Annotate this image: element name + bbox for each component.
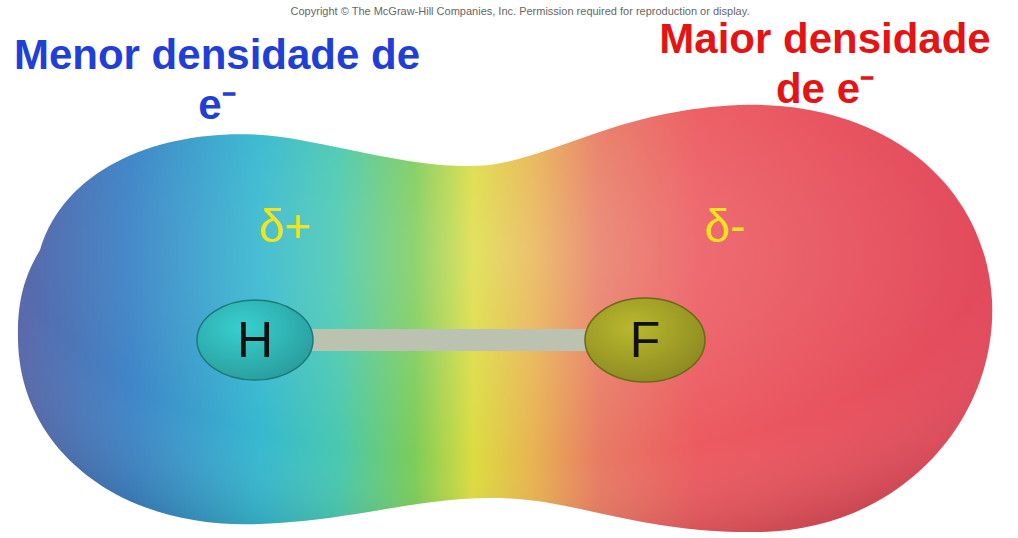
chemical-bond bbox=[310, 329, 588, 351]
partial-positive: δ+ bbox=[240, 200, 330, 252]
partial-negative: δ- bbox=[680, 200, 770, 252]
surface-shading bbox=[18, 105, 992, 532]
atom-symbol: H bbox=[237, 311, 273, 369]
low-density-label: Menor densidade de e⁻ bbox=[2, 30, 432, 130]
atom-outline bbox=[197, 300, 313, 380]
density-surface bbox=[18, 105, 992, 532]
copyright-note: Copyright © The McGraw-Hill Companies, I… bbox=[240, 4, 800, 18]
atom-symbol: F bbox=[630, 311, 661, 369]
hydrogen-atom: H bbox=[196, 299, 314, 381]
high-density-label: Maior densidade de e⁻ bbox=[634, 14, 1016, 114]
atom-outline bbox=[585, 298, 705, 382]
fluorine-atom: F bbox=[584, 297, 706, 383]
